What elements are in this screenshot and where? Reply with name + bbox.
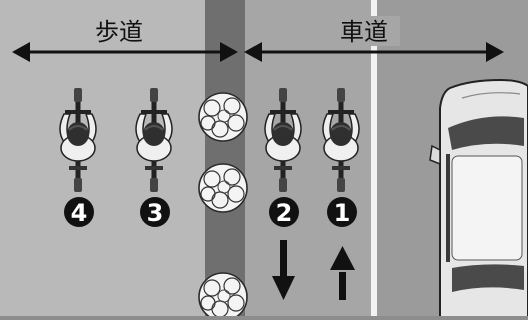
tree-icon bbox=[198, 92, 248, 142]
lane-line bbox=[371, 0, 377, 320]
marker-1: 1 bbox=[327, 197, 357, 227]
svg-text:4: 4 bbox=[71, 199, 88, 227]
roadway-label: 車道 bbox=[340, 18, 388, 46]
arrow-up-icon bbox=[330, 246, 355, 300]
marker-3: 3 bbox=[140, 197, 170, 227]
arrow-down-icon bbox=[272, 240, 295, 300]
tree-icon bbox=[198, 163, 248, 213]
sidewalk-label: 歩道 bbox=[95, 18, 143, 46]
svg-text:3: 3 bbox=[147, 199, 164, 227]
sidewalk-span-arrow bbox=[12, 42, 238, 62]
svg-text:2: 2 bbox=[276, 199, 293, 227]
roadway-span-arrow bbox=[244, 42, 504, 62]
bottom-edge bbox=[0, 316, 528, 320]
car-icon bbox=[429, 78, 528, 320]
marker-4: 4 bbox=[64, 197, 94, 227]
bike-lane-area bbox=[245, 0, 371, 320]
sidewalk-area bbox=[0, 0, 205, 320]
marker-2: 2 bbox=[269, 197, 299, 227]
tree-icon bbox=[198, 272, 248, 320]
svg-text:1: 1 bbox=[334, 199, 351, 227]
